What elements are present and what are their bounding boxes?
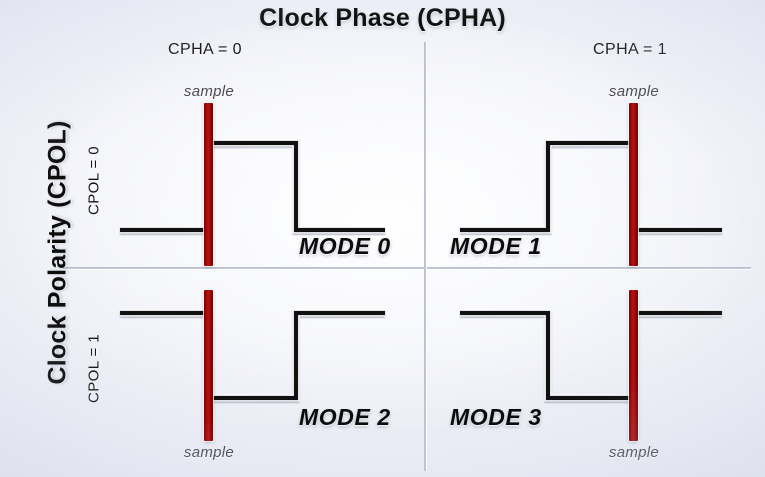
mode-label-2: MODE 2: [299, 404, 391, 430]
chart-title-cpha: Clock Phase (CPHA): [259, 4, 506, 32]
chart-title-cpol: Clock Polarity (CPOL): [43, 120, 72, 385]
waveform-mode0: [120, 140, 385, 233]
sample-label-mode2: sample: [183, 444, 235, 461]
sample-edge-marker-mode1: [629, 103, 638, 266]
waveform-mode3: [460, 310, 722, 401]
column-header-cpha-0: CPHA = 0: [168, 41, 242, 58]
row-header-cpol-0: CPOL = 0: [85, 146, 103, 215]
sample-edge-marker-mode0: [204, 103, 213, 266]
waveform-mode1: [460, 140, 722, 233]
sample-label-mode1: sample: [608, 83, 660, 100]
sample-edge-marker-mode2: [204, 290, 213, 441]
sample-edge-marker-mode3: [629, 290, 638, 441]
column-header-cpha-1: CPHA = 1: [593, 41, 667, 58]
row-header-cpol-1: CPOL = 1: [85, 334, 103, 403]
mode-label-3: MODE 3: [450, 404, 542, 430]
mode-label-1: MODE 1: [450, 233, 542, 259]
sample-label-mode3: sample: [608, 444, 660, 461]
waveform-mode2: [120, 310, 385, 401]
quadrant-divider-horizontal: [63, 267, 751, 269]
quadrant-divider-vertical: [424, 42, 426, 471]
mode-label-0: MODE 0: [299, 233, 391, 259]
sample-label-mode0: sample: [183, 83, 235, 100]
